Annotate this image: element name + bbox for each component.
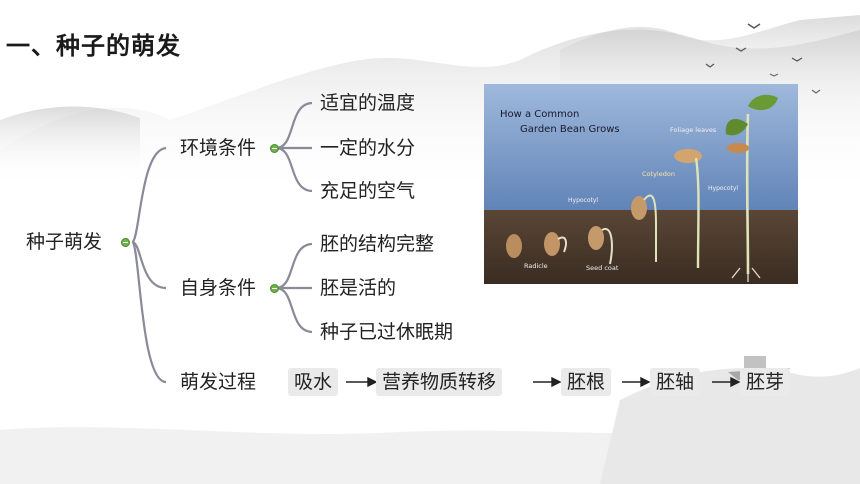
process-step-absorb-water: 吸水 [288,368,339,396]
bean-cotyledon-5 [674,149,702,163]
process-step-plumule: 胚芽 [740,368,791,396]
process-arrow-4-head [730,376,741,388]
connector-root-env [130,146,167,244]
collapse-toggle-environment-icon[interactable] [270,144,279,153]
env-child-air: 充足的空气 [320,180,416,202]
page-title: 一、种子的萌发 [6,32,181,60]
bean-seed-2 [544,232,560,256]
self-child-dormancy: 种子已过休眠期 [320,321,454,343]
env-child-water: 一定的水分 [320,137,416,159]
branch-process: 萌发过程 [180,371,257,393]
branch-environment: 环境条件 [180,137,257,159]
branch-self: 自身条件 [180,277,257,299]
bean-growth-svg: How a Common Garden Bean Grows Foliage l… [484,84,798,284]
self-child-embryo-alive: 胚是活的 [320,277,397,299]
foliage-leaf-left [725,119,748,136]
process-arrow-2-head [551,376,562,388]
self-child-embryo-complete: 胚的结构完整 [320,233,435,255]
connector-self-3 [275,286,313,334]
illustration-title-1: How a Common [500,109,579,120]
connector-root-process [130,240,167,384]
bean-seed-1 [506,234,522,258]
process-step-hypocotyl: 胚轴 [650,368,701,396]
soil-area [484,210,798,284]
illustration-title-2: Garden Bean Grows [520,124,620,135]
connector-root-self [131,240,167,290]
collapse-toggle-root-icon[interactable] [121,238,130,247]
collapse-toggle-self-icon[interactable] [270,284,279,293]
label-seed-coat: Seed coat [586,264,619,272]
process-step-radicle: 胚根 [561,368,612,396]
process-arrow-1-head [367,376,378,388]
label-hypocotyl-right: Hypocotyl [708,185,738,192]
bean-seed-3 [588,226,604,250]
bean-seed-4 [631,196,647,220]
label-hypocotyl-left: Hypocotyl [568,197,598,204]
label-foliage-leaves: Foliage leaves [670,126,717,134]
connector-env-1 [275,101,313,150]
bean-growth-illustration: How a Common Garden Bean Grows Foliage l… [484,84,798,284]
env-child-temperature: 适宜的温度 [320,92,416,114]
process-step-nutrient-transfer: 营养物质转移 [376,368,503,396]
connector-self-1 [275,242,313,290]
connector-env-3 [275,146,313,193]
label-cotyledon: Cotyledon [642,170,675,178]
process-arrow-3-head [640,376,651,388]
foliage-leaf-right [748,94,778,111]
label-radicle: Radicle [524,262,548,270]
cotyledon-6 [727,143,749,153]
mindmap-root: 种子萌发 [26,231,103,253]
